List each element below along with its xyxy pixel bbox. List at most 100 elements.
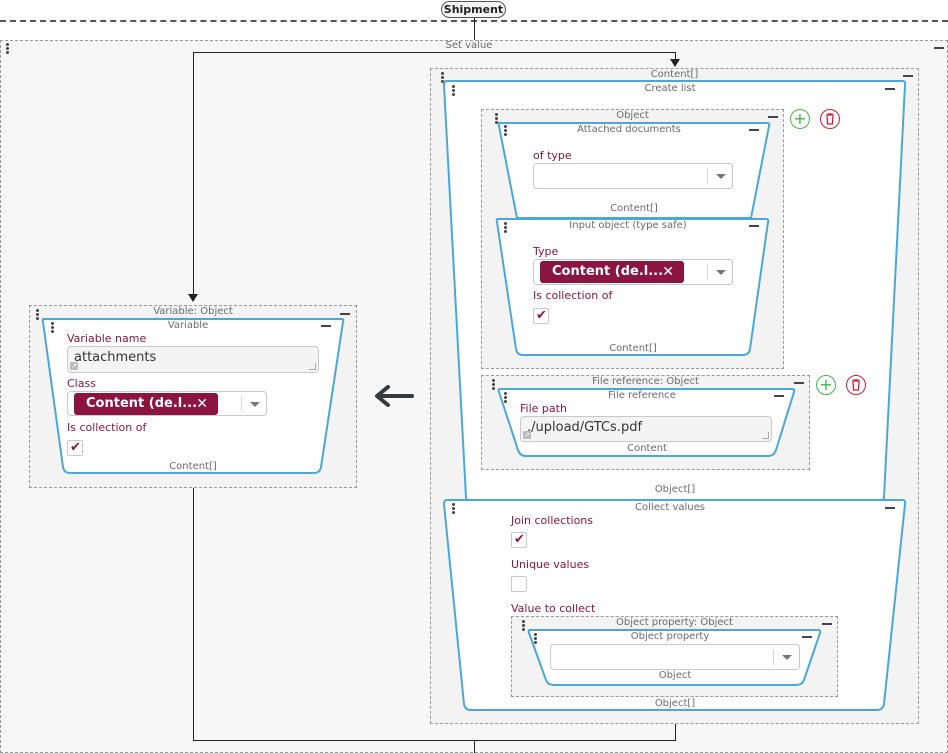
check-icon: ✔ bbox=[536, 308, 547, 323]
file-path-value: ./upload/GTCs.pdf bbox=[527, 420, 643, 435]
file-reference-object-collapse-icon[interactable] bbox=[794, 382, 804, 384]
chevron-down-icon[interactable] bbox=[716, 174, 726, 179]
object-property-object-menu-icon[interactable] bbox=[522, 620, 526, 632]
connector-bottom-h bbox=[193, 740, 675, 741]
variable-name-input[interactable]: attachments ↗ bbox=[67, 346, 319, 373]
variable-object-collapse-icon[interactable] bbox=[340, 313, 350, 315]
shipment-label: Shipment bbox=[443, 3, 504, 16]
file-path-input[interactable]: ./upload/GTCs.pdf ↗ bbox=[520, 416, 772, 442]
of-type-label: of type bbox=[533, 149, 572, 162]
join-collections-label: Join collections bbox=[511, 514, 594, 527]
create-list-title: Create list bbox=[644, 83, 696, 94]
object-property-menu-icon[interactable] bbox=[534, 633, 538, 645]
check-icon: ✔ bbox=[70, 440, 81, 455]
content-title: Content[] bbox=[650, 69, 699, 80]
content-menu-icon[interactable] bbox=[441, 72, 445, 84]
of-type-select[interactable] bbox=[533, 163, 733, 189]
input-object-footer: Content[] bbox=[609, 343, 657, 354]
content-collapse-icon[interactable] bbox=[903, 75, 913, 77]
variable-footer: Content[] bbox=[169, 461, 217, 472]
file-reference-object-title: File reference: Object bbox=[592, 376, 699, 387]
create-list-footer: Object[] bbox=[654, 484, 696, 495]
connector-right-v bbox=[675, 52, 676, 62]
collect-values-footer: Object[] bbox=[654, 698, 696, 709]
object-title-1: Object bbox=[616, 110, 649, 121]
object-menu-icon-1[interactable] bbox=[495, 113, 499, 125]
file-reference-title: File reference bbox=[608, 390, 676, 401]
collect-values-menu-icon[interactable] bbox=[452, 503, 456, 515]
object-property-object-title: Object property: Object bbox=[616, 617, 733, 628]
remove-chip-icon[interactable]: ✕ bbox=[662, 264, 674, 280]
type-chip[interactable]: Content (de.l... ✕ bbox=[540, 261, 684, 283]
attached-documents-collapse-icon[interactable] bbox=[749, 129, 759, 131]
resize-handle-icon[interactable] bbox=[762, 432, 769, 439]
input-object-menu-icon[interactable] bbox=[504, 222, 508, 234]
connector-top-h bbox=[193, 52, 675, 53]
class-chip-label: Content (de.l... bbox=[86, 396, 198, 411]
object-property-title: Object property bbox=[630, 631, 710, 642]
shipment-connector bbox=[474, 18, 475, 40]
chevron-down-icon[interactable] bbox=[782, 655, 792, 660]
trash-icon-2[interactable] bbox=[846, 375, 866, 395]
open-link-icon[interactable]: ↗ bbox=[70, 362, 78, 370]
variable-name-value: attachments bbox=[74, 350, 157, 365]
collect-values-collapse-icon[interactable] bbox=[885, 507, 895, 509]
variable-name-label: Variable name bbox=[67, 332, 147, 345]
connector-bottom-right bbox=[675, 724, 676, 741]
open-link-icon[interactable]: ↗ bbox=[523, 431, 531, 439]
class-chip[interactable]: Content (de.l... ✕ bbox=[74, 393, 218, 415]
check-icon: ✔ bbox=[514, 532, 525, 547]
value-to-collect-label: Value to collect bbox=[511, 602, 596, 615]
class-label: Class bbox=[67, 377, 96, 390]
variable-menu-icon[interactable] bbox=[51, 322, 55, 334]
object-property-collapse-icon[interactable] bbox=[802, 636, 812, 638]
input-object-collapse-icon[interactable] bbox=[749, 225, 759, 227]
set-value-collapse-icon[interactable] bbox=[934, 47, 944, 49]
create-list-collapse-icon[interactable] bbox=[885, 88, 895, 90]
variable-collection-label: Is collection of bbox=[67, 421, 147, 434]
collect-values-title: Collect values bbox=[635, 502, 705, 513]
arrow-down-icon bbox=[188, 294, 198, 302]
unique-values-checkbox[interactable] bbox=[511, 576, 527, 592]
add-icon[interactable]: + bbox=[790, 109, 810, 129]
shipment-node[interactable]: Shipment bbox=[441, 1, 506, 18]
attached-documents-footer: Content[] bbox=[610, 203, 658, 214]
file-reference-menu-icon[interactable] bbox=[504, 392, 508, 404]
set-value-menu-icon[interactable] bbox=[6, 43, 10, 55]
connector-bottom-left bbox=[193, 488, 194, 741]
object-property-footer: Object bbox=[658, 670, 692, 681]
object-collapse-icon-1[interactable] bbox=[768, 116, 778, 118]
object-property-select[interactable] bbox=[550, 644, 800, 670]
attached-documents-title: Attached documents bbox=[577, 124, 681, 135]
remove-chip-icon[interactable]: ✕ bbox=[196, 396, 208, 412]
variable-collapse-icon[interactable] bbox=[321, 325, 331, 327]
connector-left-v bbox=[193, 52, 194, 296]
object-property-object-collapse-icon[interactable] bbox=[822, 623, 832, 625]
set-value-title: Set value bbox=[445, 40, 493, 51]
resize-handle-icon[interactable] bbox=[309, 363, 316, 370]
file-reference-object-menu-icon[interactable] bbox=[492, 379, 496, 391]
chevron-down-icon[interactable] bbox=[716, 270, 726, 275]
variable-collection-checkbox[interactable]: ✔ bbox=[67, 440, 83, 456]
variable-title: Variable bbox=[167, 320, 209, 331]
variable-object-title: Variable: Object bbox=[153, 306, 233, 317]
type-chip-label: Content (de.l... bbox=[552, 264, 664, 279]
file-reference-collapse-icon[interactable] bbox=[774, 395, 784, 397]
attached-documents-menu-icon[interactable] bbox=[504, 125, 508, 137]
type-label: Type bbox=[533, 245, 559, 258]
unique-values-label: Unique values bbox=[511, 558, 590, 571]
arrow-left-icon bbox=[375, 385, 414, 407]
variable-object-menu-icon[interactable] bbox=[36, 309, 40, 321]
join-collections-checkbox[interactable]: ✔ bbox=[511, 532, 527, 548]
arrow-down-icon-2 bbox=[670, 59, 680, 67]
input-object-shape bbox=[495, 218, 770, 356]
input-collection-checkbox[interactable]: ✔ bbox=[533, 308, 549, 324]
input-collection-label: Is collection of bbox=[533, 289, 613, 302]
chevron-down-icon[interactable] bbox=[250, 401, 260, 407]
input-object-title: Input object (type safe) bbox=[569, 220, 687, 231]
file-reference-footer: Content bbox=[627, 443, 667, 454]
create-list-menu-icon[interactable] bbox=[452, 85, 456, 97]
connector-bottom-out bbox=[474, 741, 475, 753]
add-icon-2[interactable]: + bbox=[816, 375, 836, 395]
trash-icon[interactable] bbox=[820, 109, 840, 129]
